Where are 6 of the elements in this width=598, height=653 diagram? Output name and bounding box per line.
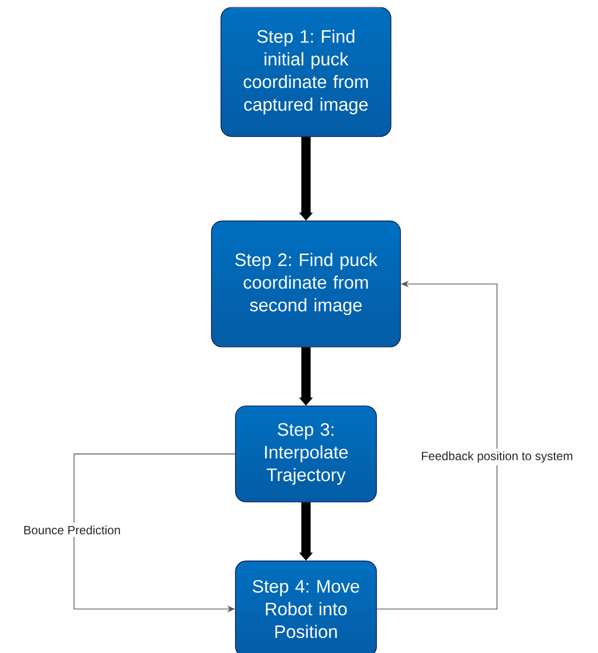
process-box: Step 4: Move Robot into Position: [235, 560, 377, 653]
edge-label: Feedback position to system: [418, 448, 576, 466]
edge-label: Bounce Prediction: [20, 522, 124, 538]
process-box: Step 1: Find initial puck coordinate from captured image: [220, 7, 392, 137]
process-box: Step 2: Find puck coordinate from second image: [211, 220, 401, 348]
process-box: Step 3: Interpolate Trajectory: [235, 406, 377, 502]
